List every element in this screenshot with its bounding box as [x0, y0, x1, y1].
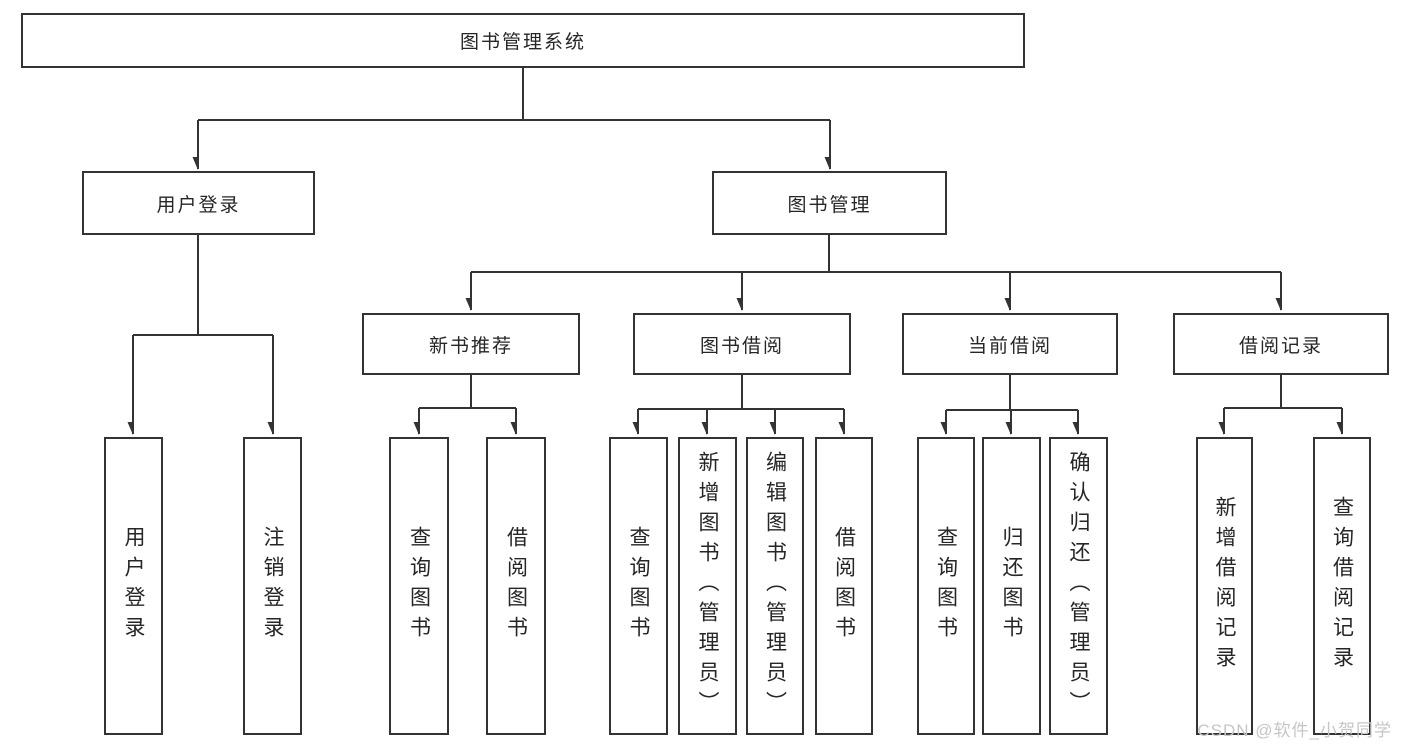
leaf-user-login: 用户登录: [104, 437, 163, 735]
node-book-borrowing: 图书借阅: [633, 313, 851, 375]
node-borrow-records: 借阅记录: [1173, 313, 1389, 375]
leaf-logout: 注销登录: [243, 437, 302, 735]
connector-current-borrowing: [946, 375, 1078, 411]
leaf-borrowing-borrow-books: 借阅图书: [815, 437, 873, 735]
leaf-current-return-books: 归还图书: [982, 437, 1041, 735]
connector-new-book-recommend: [419, 375, 516, 409]
csdn-watermark: CSDN @软件_小贺同学: [1197, 721, 1392, 740]
leaf-newbook-query-books: 查询图书: [389, 437, 449, 735]
connector-root: [198, 68, 830, 121]
leaf-records-query-borrow-record: 查询借阅记录: [1313, 437, 1371, 735]
node-book-management: 图书管理: [712, 171, 947, 235]
leaf-borrowing-add-books-admin: 新增图书（管理员）: [678, 437, 737, 735]
node-current-borrowing: 当前借阅: [902, 313, 1118, 375]
leaf-current-confirm-return-admin: 确认归还（管理员）: [1049, 437, 1108, 735]
leaf-borrowing-edit-books-admin: 编辑图书（管理员）: [746, 437, 804, 735]
connector-book-management: [471, 235, 1281, 273]
node-new-book-recommend: 新书推荐: [362, 313, 580, 375]
connector-user-login: [133, 235, 273, 336]
node-user-login: 用户登录: [82, 171, 315, 235]
leaf-newbook-borrow-books: 借阅图书: [486, 437, 546, 735]
leaf-current-query-books: 查询图书: [917, 437, 975, 735]
connector-book-borrowing: [638, 375, 844, 410]
node-root-system: 图书管理系统: [21, 13, 1025, 68]
connector-borrow-records: [1224, 375, 1342, 409]
leaf-records-add-borrow-record: 新增借阅记录: [1196, 437, 1253, 735]
leaf-borrowing-query-books: 查询图书: [609, 437, 668, 735]
